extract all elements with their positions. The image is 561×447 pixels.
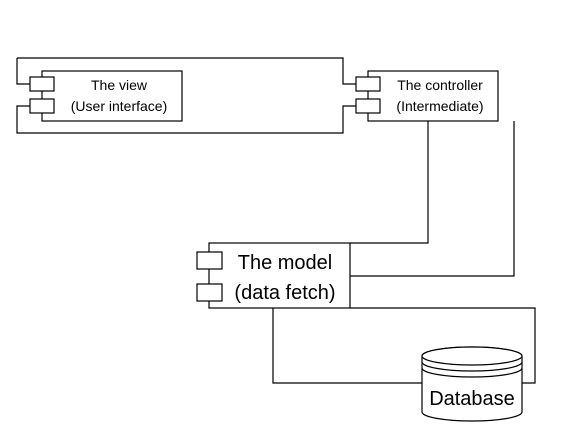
model-box (208, 242, 351, 309)
model-port-top (196, 251, 223, 270)
controller-subtitle: (Intermediate) (396, 98, 483, 114)
view-port-top (29, 76, 55, 92)
connector-model-database (272, 307, 536, 384)
controller-box (367, 70, 499, 122)
model-subtitle: (data fetch) (234, 282, 335, 304)
view-title: The view (91, 77, 148, 93)
controller-port-bottom (355, 98, 381, 114)
controller-component: The controller (Intermediate) (355, 70, 499, 122)
database-rim-line-2 (421, 367, 523, 378)
database-cylinder: Database (421, 346, 523, 422)
model-port-bottom (196, 283, 223, 302)
database-rim-line (421, 361, 523, 372)
view-port-bottom (29, 98, 55, 114)
model-component: The model (data fetch) (196, 242, 351, 309)
view-component: The view (User interface) (29, 70, 183, 122)
database-label: Database (429, 388, 515, 410)
controller-port-top (355, 76, 381, 92)
connector-view-controller (16, 57, 356, 134)
model-title: The model (238, 252, 333, 274)
controller-title: The controller (397, 77, 483, 93)
view-box (41, 70, 183, 122)
database-top-ellipse (421, 346, 523, 366)
connector-controller-model (350, 121, 515, 277)
view-subtitle: (User interface) (71, 98, 167, 114)
